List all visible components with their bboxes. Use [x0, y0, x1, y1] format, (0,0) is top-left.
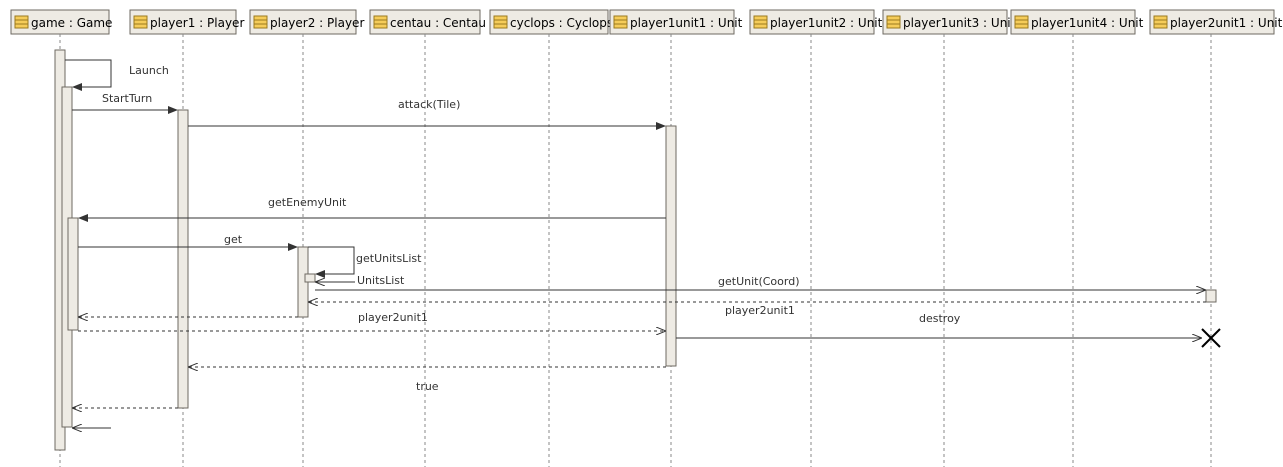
message-startturn: StartTurn: [72, 92, 178, 114]
message-label: player2unit1: [725, 304, 795, 317]
lifeline-header-player1unit2: player1unit2 : Unit: [749, 9, 883, 35]
class-icon: [886, 15, 901, 29]
class-icon: [1153, 15, 1168, 29]
message-getunit: getUnit(Coord): [315, 275, 1205, 290]
message-label: getUnitsList: [356, 252, 422, 265]
lifeline-label: player1unit3 : Unit: [903, 16, 1016, 30]
message-label: destroy: [919, 312, 961, 325]
activation-player1: [177, 109, 189, 409]
message-true: true: [416, 380, 439, 393]
lifeline-header-player2: player2 : Player: [249, 9, 364, 35]
lifeline-label: game : Game: [31, 16, 112, 30]
lifeline-label: player1 : Player: [150, 16, 244, 30]
lifeline-label: cyclops : Cyclops: [510, 16, 613, 30]
lifeline-label: player1unit1 : Unit: [630, 16, 743, 30]
message-getenemyunit: getEnemyUnit: [78, 196, 666, 222]
class-icon: [493, 15, 508, 29]
lifeline-header-player1unit3: player1unit3 : Unit: [882, 9, 1016, 35]
message-unitslist: UnitsList: [316, 274, 405, 287]
destroy-x-icon: [1201, 328, 1221, 348]
message-player2unit1-b: player2unit1: [78, 311, 665, 331]
activation-player2unit1: [1205, 289, 1217, 303]
message-label: get: [224, 233, 243, 246]
message-label: player2unit1: [358, 311, 428, 324]
message-destroy: destroy: [676, 312, 1201, 338]
message-label: true: [416, 380, 439, 393]
activation-game-nested: [67, 217, 79, 331]
class-icon: [753, 15, 768, 29]
lifeline-header-player2unit1: player2unit1 : Unit: [1149, 9, 1283, 35]
lifeline-label: player2unit1 : Unit: [1170, 16, 1283, 30]
message-label: getEnemyUnit: [268, 196, 347, 209]
lifeline-header-centau: centau : Centau: [369, 9, 486, 35]
message-label: StartTurn: [102, 92, 152, 105]
lifeline-header-player1: player1 : Player: [129, 9, 244, 35]
class-icon: [253, 15, 268, 29]
class-icon: [373, 15, 388, 29]
activation-player2-nested: [304, 273, 316, 283]
class-icon: [613, 15, 628, 29]
lifeline-label: player1unit4 : Unit: [1031, 16, 1144, 30]
message-attack: attack(Tile): [188, 98, 666, 130]
class-icon: [14, 15, 29, 29]
message-launch: Launch: [65, 59, 169, 91]
message-player2unit1-a: player2unit1: [725, 304, 795, 317]
message-label: UnitsList: [357, 274, 405, 287]
activation-player1unit1: [665, 125, 677, 367]
lifeline-header-player1unit1: player1unit1 : Unit: [609, 9, 743, 35]
lifeline-label: centau : Centau: [390, 16, 486, 30]
lifeline-header-game: game : Game: [10, 9, 112, 35]
message-label: Launch: [129, 64, 169, 77]
lifeline-header-player1unit4: player1unit4 : Unit: [1010, 9, 1144, 35]
class-icon: [1014, 15, 1029, 29]
class-icon: [133, 15, 148, 29]
message-label: getUnit(Coord): [718, 275, 800, 288]
message-get: get: [78, 233, 298, 251]
lifeline-label: player2 : Player: [270, 16, 364, 30]
lifeline-label: player1unit2 : Unit: [770, 16, 883, 30]
lifeline-header-cyclops: cyclops : Cyclops: [489, 9, 613, 35]
message-label: attack(Tile): [398, 98, 460, 111]
message-getunitslist: getUnitsList: [308, 246, 422, 278]
